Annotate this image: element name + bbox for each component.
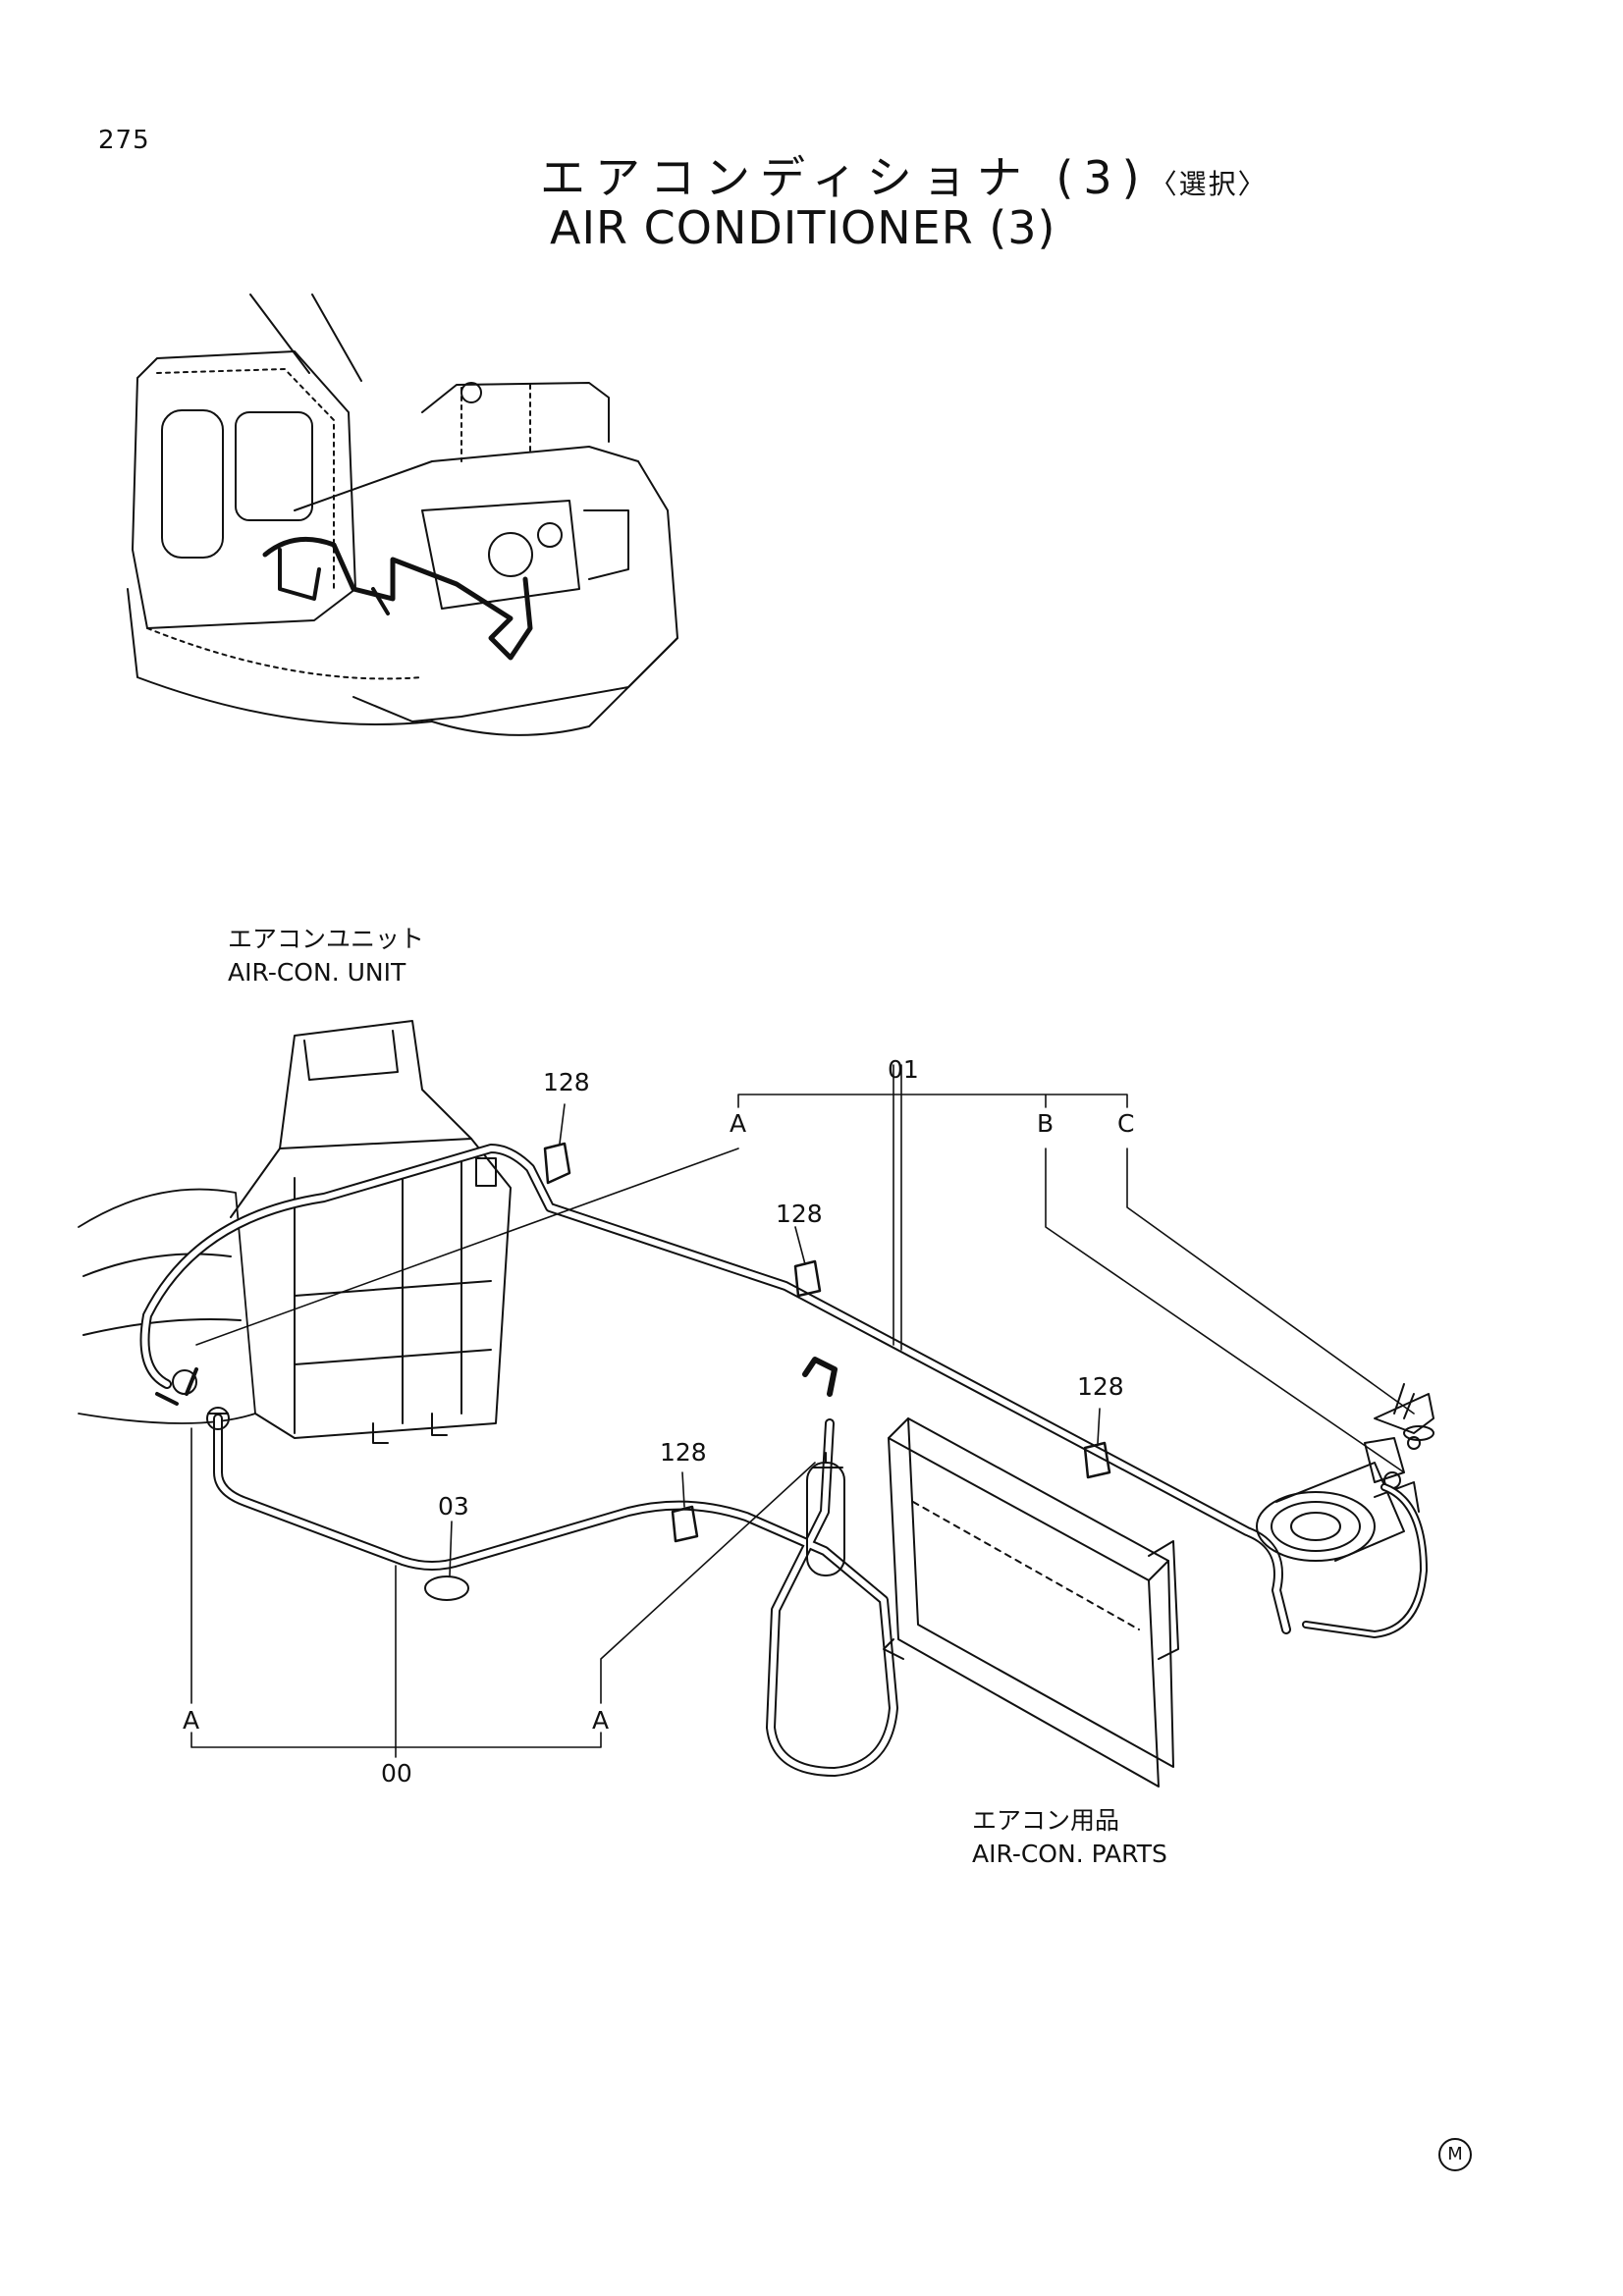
service-cap-icon xyxy=(1403,1425,1434,1441)
compressor xyxy=(1256,1383,1434,1638)
page-title-japanese: エアコンディショナ (3)〈選択〉 xyxy=(540,142,1268,207)
callout-a-top: A xyxy=(730,1109,747,1138)
callout-b: B xyxy=(1037,1109,1055,1138)
counterweight-outline xyxy=(431,637,678,736)
callout-128-2: 128 xyxy=(776,1200,823,1228)
callout-03: 03 xyxy=(438,1492,469,1521)
caption-parts-ja: エアコン用品 xyxy=(972,1806,1120,1835)
page-number: 275 xyxy=(98,126,150,155)
cab-door-window xyxy=(161,409,224,559)
leader-lines xyxy=(190,1064,1415,1758)
callout-a-left: A xyxy=(183,1706,200,1735)
receiver-dryer xyxy=(802,1357,845,1576)
cab-side-window xyxy=(235,411,313,521)
hose-00 xyxy=(206,1407,898,1777)
callout-128-4: 128 xyxy=(660,1438,707,1467)
cap-icon xyxy=(460,382,482,403)
boom-outline xyxy=(249,294,362,382)
title-japanese-text: エアコンディショナ (3) xyxy=(540,151,1150,204)
page-title-english: AIR CONDITIONER (3) xyxy=(550,201,1056,254)
condenser xyxy=(883,1417,1179,1788)
ac-piping-highlight xyxy=(262,536,533,661)
callout-c: C xyxy=(1117,1109,1135,1138)
engine-outline xyxy=(421,500,580,610)
air-con-parts-caption: エアコン用品 AIR-CON. PARTS xyxy=(972,1804,1167,1871)
title-japanese-suffix: 〈選択〉 xyxy=(1149,168,1268,200)
caption-parts-en: AIR-CON. PARTS xyxy=(972,1840,1167,1868)
cab-outline xyxy=(132,350,356,629)
ac-unit-drawing xyxy=(78,1020,512,1444)
callout-a-right: A xyxy=(592,1706,610,1735)
manufacturer-mark: M xyxy=(1438,2138,1472,2171)
caption-unit-ja: エアコンユニット xyxy=(228,925,425,953)
air-con-unit-caption: エアコンユニット AIR-CON. UNIT xyxy=(228,923,424,989)
excavator-overview xyxy=(127,294,678,736)
upper-deck-outline xyxy=(294,446,678,722)
clamps-128 xyxy=(424,1142,1111,1601)
caption-unit-en: AIR-CON. UNIT xyxy=(228,958,406,987)
callout-128-1: 128 xyxy=(543,1068,590,1096)
clamp-03-icon xyxy=(424,1575,469,1601)
callout-128-3: 128 xyxy=(1077,1372,1124,1401)
callout-00: 00 xyxy=(381,1759,412,1788)
callout-01: 01 xyxy=(888,1055,919,1084)
